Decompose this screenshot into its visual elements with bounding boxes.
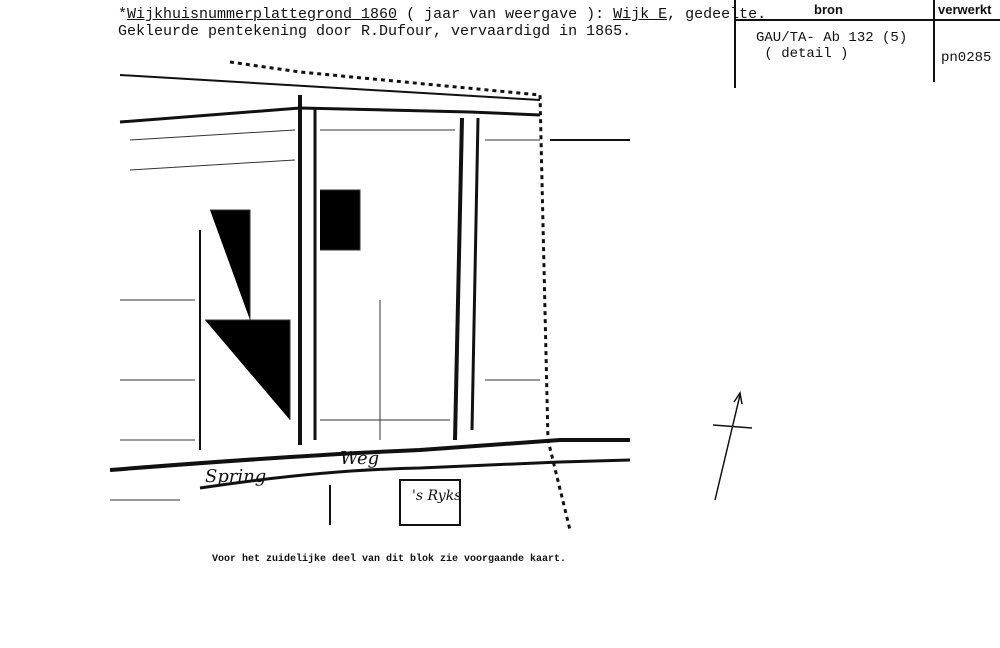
north-arrow-icon <box>712 391 753 501</box>
top-street <box>119 106 541 124</box>
ryks-building <box>399 479 461 526</box>
map-label-weg: Weg <box>340 448 379 469</box>
title-subtitle: Gekleurde pentekening door R.Dufour, ver… <box>118 23 632 40</box>
header-bron: bron <box>814 2 843 17</box>
spring-weg-north <box>109 438 630 472</box>
header-verwerkt: verwerkt <box>938 2 992 17</box>
source-table: bron verwerkt GAU/TA- Ab 132 (5) ( detai… <box>734 0 1000 90</box>
title-main: Wijkhuisnummerplattegrond 1860 <box>127 6 398 23</box>
street-vertical-2b <box>470 117 480 431</box>
boundary-line <box>229 60 572 531</box>
title-end: , gedeelte. <box>667 6 767 23</box>
processed-value: pn0285 <box>941 50 992 66</box>
map-streets <box>109 74 631 526</box>
wijk-boundary <box>229 60 572 531</box>
spring-weg-south <box>199 458 631 490</box>
street-vertical-2 <box>453 117 464 441</box>
document-title: *Wijkhuisnummerplattegrond 1860 ( jaar v… <box>118 6 766 40</box>
caption: Voor het zuidelijke deel van dit blok zi… <box>212 554 567 565</box>
top-street-edge <box>119 74 541 101</box>
title-marker: * <box>118 6 128 23</box>
table-divider <box>734 0 736 88</box>
table-divider <box>734 19 1000 21</box>
source-value: GAU/TA- Ab 132 (5) ( detail ) <box>756 30 908 62</box>
map-label-ryks: 's Ryks <box>412 488 461 504</box>
map-label-spring: Spring <box>205 466 266 487</box>
title-wijk: Wijk E <box>613 6 668 23</box>
parcels <box>110 129 540 501</box>
title-middle: ( jaar van weergave ): <box>397 6 614 23</box>
table-divider <box>933 0 935 82</box>
